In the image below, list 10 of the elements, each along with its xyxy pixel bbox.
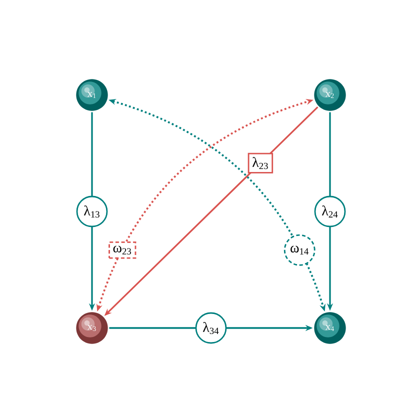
edge-label: λ$_{34}$ bbox=[195, 312, 227, 344]
ball-node: x$_{2}$ bbox=[314, 79, 346, 111]
edge-label: λ$_{23}$ bbox=[248, 152, 274, 174]
ball-node: x$_{4}$ bbox=[314, 312, 346, 344]
edge-label: ω$_{23}$ bbox=[108, 242, 136, 259]
edge-label: λ$_{13}$ bbox=[76, 196, 108, 228]
ball-node: x$_{1}$ bbox=[76, 79, 108, 111]
edge-label: ω$_{14}$ bbox=[284, 234, 316, 266]
edge-label: λ$_{24}$ bbox=[314, 196, 346, 228]
ball-node: x$_{3}$ bbox=[76, 312, 108, 344]
